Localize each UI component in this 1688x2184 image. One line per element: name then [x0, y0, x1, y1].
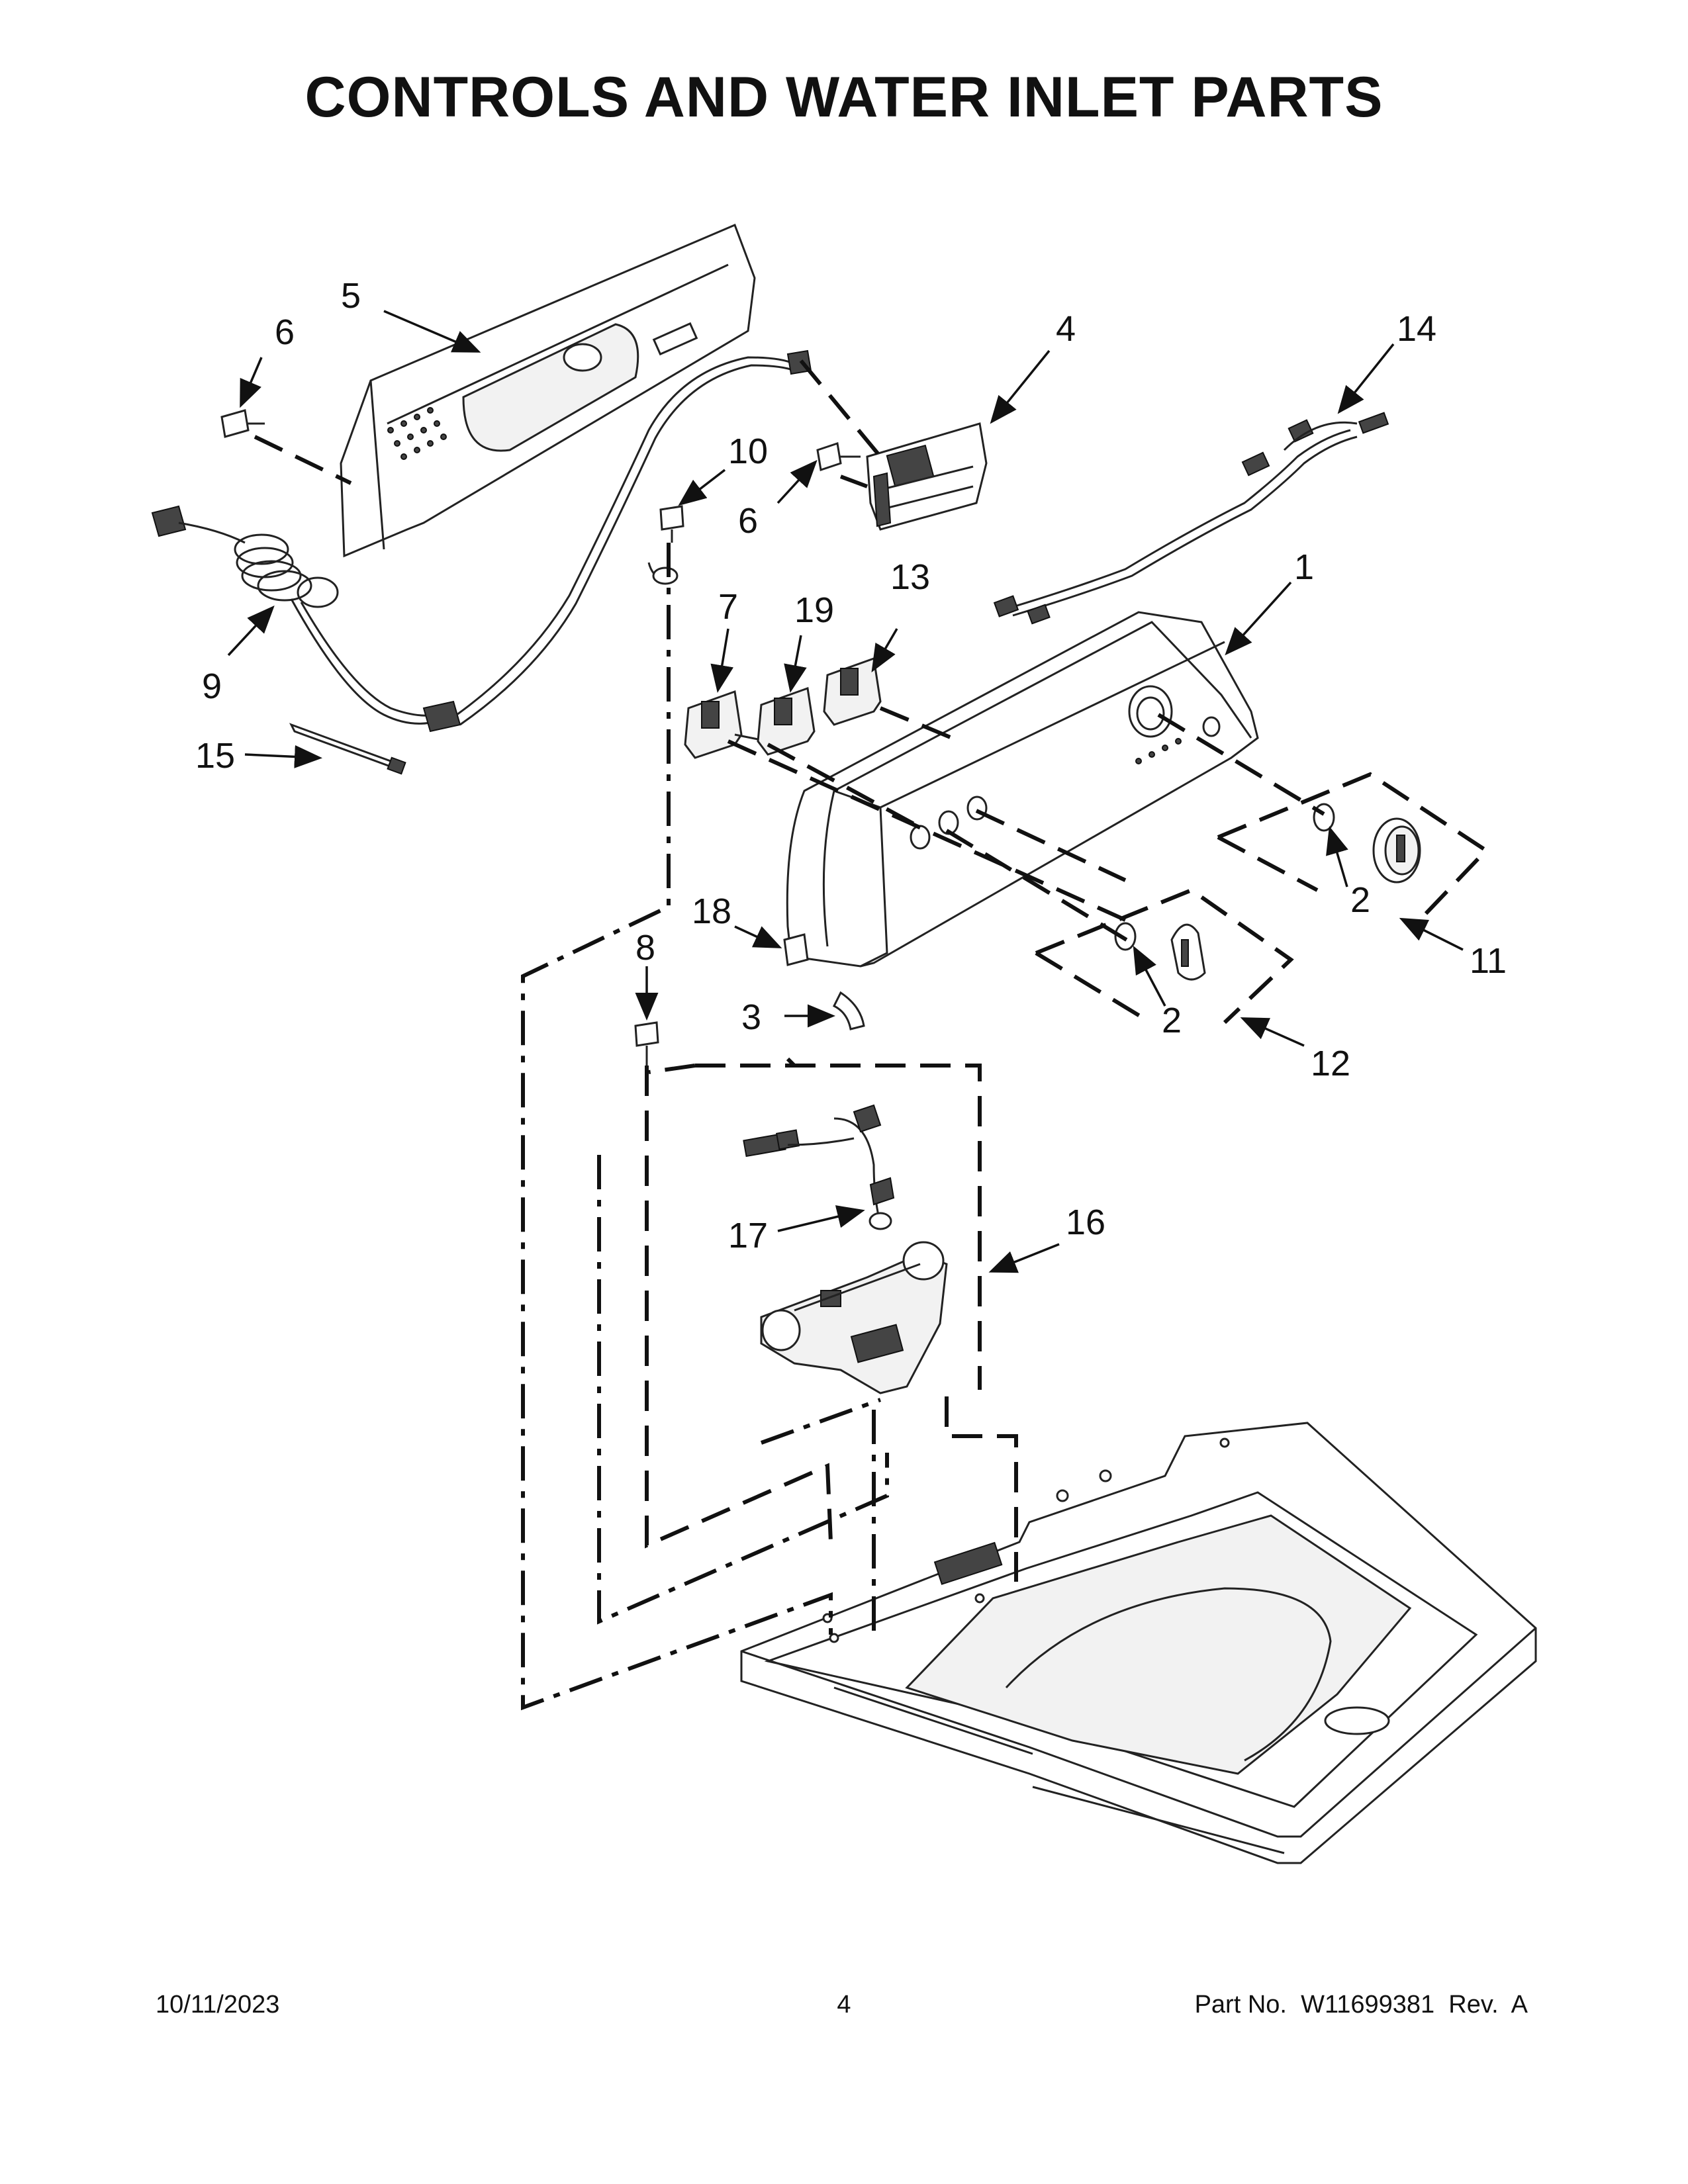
callout-6-left: 6 — [275, 312, 295, 352]
cable-tie-illustration — [289, 723, 406, 775]
knob-assembly-12-outline — [1035, 887, 1294, 1024]
connection-line — [945, 829, 1133, 945]
callout-12: 12 — [1311, 1044, 1350, 1083]
connection-line — [521, 543, 833, 1711]
callout-2-upper: 2 — [1350, 880, 1370, 920]
callout-7: 7 — [718, 587, 738, 627]
footer-page-number: 4 — [837, 1991, 851, 2019]
connection-line — [945, 1396, 1018, 1582]
callout-13: 13 — [890, 557, 930, 597]
callout-9: 9 — [202, 666, 222, 706]
footer-part-number: Part No. W11699381 Rev. A — [1194, 1991, 1528, 2019]
connection-line — [879, 706, 961, 743]
knob-insert-lower-illustration — [1114, 922, 1137, 951]
connection-line — [597, 1155, 889, 1625]
connection-line — [254, 435, 352, 485]
connection-line — [799, 359, 882, 458]
connection-line — [645, 1066, 833, 1549]
power-cord-illustration — [151, 349, 812, 733]
callout-5: 5 — [341, 276, 361, 316]
screw-6-left-illustration — [220, 409, 265, 438]
page-title: CONTROLS AND WATER INLET PARTS — [305, 66, 1383, 129]
connection-line — [839, 475, 868, 488]
screw-8-illustration — [634, 1021, 659, 1066]
callout-19: 19 — [794, 590, 834, 630]
clip-18-illustration — [783, 933, 809, 966]
callout-10: 10 — [728, 432, 768, 471]
leader-lines — [227, 310, 1464, 1273]
callout-6-right: 6 — [738, 501, 758, 541]
callout-18: 18 — [692, 891, 731, 931]
valve-assembly-16-outline — [648, 1064, 982, 1390]
panel-vent-holes — [387, 407, 447, 460]
knob-large-illustration — [1372, 817, 1421, 884]
switch-13-illustration — [823, 657, 882, 726]
knob-small-illustration — [1170, 923, 1206, 981]
screw-10-illustration — [659, 505, 684, 543]
callout-8: 8 — [635, 928, 655, 968]
callout-11: 11 — [1470, 941, 1507, 981]
callout-3: 3 — [741, 997, 761, 1037]
knob-assembly-11-outline — [1217, 772, 1489, 925]
callout-17: 17 — [728, 1216, 768, 1255]
wire-harness-illustration — [993, 412, 1389, 625]
switch-19-illustration — [757, 686, 816, 756]
connection-line — [975, 809, 1127, 882]
washer-top-illustration — [740, 1422, 1537, 1864]
connection-line — [786, 1057, 796, 1068]
console-back-panel-illustration — [340, 224, 756, 558]
connection-line — [727, 739, 1127, 922]
water-inlet-valve-16-illustration — [760, 1241, 948, 1394]
callout-14: 14 — [1397, 309, 1436, 349]
callout-15: 15 — [195, 736, 235, 776]
switch-7-illustration — [684, 690, 769, 759]
screw-6-right-illustration — [816, 442, 861, 471]
connection-line — [1157, 713, 1325, 816]
callout-labels: 1 2 2 3 4 5 6 6 7 8 9 10 11 12 13 14 15 … — [195, 276, 1507, 1255]
callout-16: 16 — [1066, 1203, 1105, 1242]
callout-2-lower: 2 — [1162, 1001, 1182, 1040]
valve-harness-17-illustration — [743, 1104, 895, 1230]
footer-date: 10/11/2023 — [156, 1991, 280, 2019]
callout-1: 1 — [1294, 547, 1314, 587]
callout-4: 4 — [1056, 309, 1076, 349]
clip-3-illustration — [832, 991, 865, 1030]
connection-line — [767, 743, 921, 829]
control-board-illustration — [866, 422, 988, 531]
connection-line — [760, 1398, 882, 1445]
